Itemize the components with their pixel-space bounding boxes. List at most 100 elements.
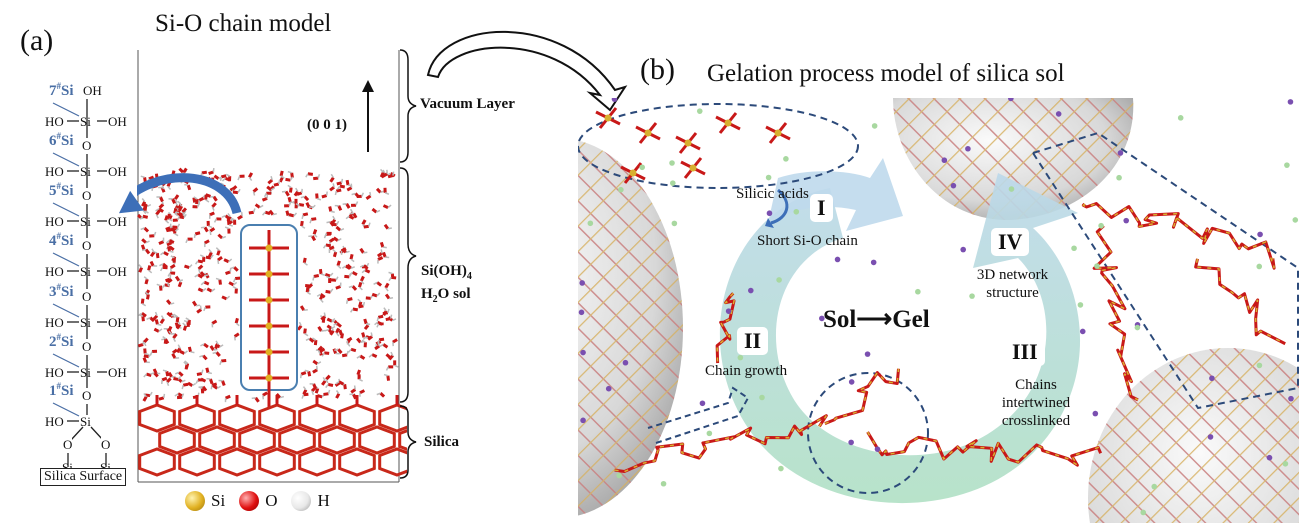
- ion: [941, 157, 948, 164]
- water-molecule: [307, 370, 312, 377]
- water-hydrogen: [161, 284, 166, 289]
- water-molecule: [336, 260, 341, 267]
- water-hydrogen: [141, 303, 147, 307]
- water-hydrogen: [300, 195, 305, 199]
- ion: [669, 160, 675, 166]
- water-hydrogen: [178, 202, 183, 207]
- process-cycle-ring: [719, 158, 1081, 504]
- water-hydrogen: [295, 203, 300, 207]
- silica-lattice: [138, 395, 436, 477]
- water-molecule: [205, 367, 210, 373]
- ion: [1098, 222, 1104, 229]
- water-molecule: [348, 214, 355, 220]
- water-hydrogen: [211, 206, 215, 211]
- water-hydrogen: [337, 265, 342, 269]
- ion: [611, 98, 618, 102]
- ion: [1123, 217, 1130, 224]
- water-hydrogen: [349, 308, 354, 313]
- layer-braces: [399, 49, 417, 479]
- water-molecule: [379, 171, 385, 178]
- water-hydrogen: [355, 201, 359, 206]
- water-molecule: [166, 241, 173, 247]
- water-hydrogen: [325, 191, 328, 196]
- water-molecule: [267, 178, 274, 185]
- water-molecule: [161, 376, 168, 382]
- chain-si-atom: [265, 270, 273, 278]
- water-hydrogen: [346, 350, 349, 356]
- water-molecule: [158, 396, 165, 401]
- water-molecule: [194, 231, 201, 236]
- water-molecule: [142, 395, 148, 402]
- o-2: O: [82, 339, 92, 355]
- water-hydrogen: [312, 276, 315, 281]
- silica-ring: [138, 403, 176, 433]
- water-hydrogen: [162, 369, 168, 372]
- water-molecule: [314, 387, 320, 394]
- water-hydrogen: [331, 318, 336, 322]
- water-hydrogen: [280, 175, 285, 179]
- water-hydrogen: [228, 224, 234, 227]
- water-hydrogen: [387, 204, 392, 209]
- step-ii-numeral: II: [737, 327, 769, 355]
- water-hydrogen: [311, 390, 315, 396]
- water-hydrogen: [178, 279, 184, 282]
- water-molecule: [308, 337, 315, 343]
- water-molecule: [142, 202, 149, 208]
- water-molecule: [390, 275, 397, 280]
- water-molecule: [214, 343, 220, 350]
- water-hydrogen: [193, 196, 198, 200]
- water-molecule: [325, 289, 331, 294]
- water-hydrogen: [230, 266, 235, 270]
- water-hydrogen: [278, 179, 281, 185]
- water-hydrogen: [288, 201, 292, 207]
- silica-surface-box: Silica Surface: [40, 468, 127, 486]
- water-hydrogen: [177, 216, 180, 221]
- water-hydrogen: [306, 291, 312, 295]
- water-hydrogen: [270, 175, 273, 181]
- water-hydrogen: [154, 311, 158, 317]
- water-molecule: [203, 342, 209, 349]
- water-molecule: [377, 256, 384, 261]
- water-hydrogen: [356, 355, 361, 359]
- water-molecule: [340, 247, 347, 253]
- o-3: O: [82, 289, 92, 305]
- legend-label-o: O: [265, 491, 278, 510]
- water-hydrogen: [369, 191, 372, 197]
- ion: [706, 430, 713, 437]
- water-hydrogen: [215, 340, 219, 345]
- o-6: O: [82, 138, 92, 154]
- water-molecule: [175, 347, 182, 354]
- water-molecule: [362, 264, 369, 270]
- ion: [1116, 174, 1122, 181]
- gel-text: Gel: [892, 306, 930, 333]
- water-hydrogen: [339, 227, 345, 231]
- sol-gel-arrow: ⟶: [856, 306, 893, 333]
- water-hydrogen: [211, 288, 216, 292]
- water-hydrogen: [194, 260, 199, 265]
- water-molecule: [149, 260, 155, 267]
- water-hydrogen: [203, 274, 209, 277]
- panel-b-label: (b): [640, 53, 675, 86]
- si-o-chains: [614, 202, 1286, 474]
- silica-ring: [258, 447, 296, 477]
- water-molecule: [375, 187, 382, 194]
- water-molecule: [231, 185, 238, 191]
- water-hydrogen: [237, 188, 241, 194]
- water-molecule: [326, 317, 333, 323]
- water-hydrogen: [324, 328, 330, 332]
- water-molecule: [346, 186, 353, 192]
- water-hydrogen: [219, 176, 223, 181]
- water-hydrogen: [167, 272, 171, 277]
- water-molecule: [376, 252, 383, 258]
- water-molecule: [215, 351, 221, 358]
- legend-label-si: Si: [211, 491, 226, 510]
- water-molecule: [146, 372, 152, 377]
- water-hydrogen: [183, 350, 188, 355]
- water-hydrogen: [195, 304, 200, 307]
- water-hydrogen: [366, 262, 370, 268]
- water-hydrogen: [143, 373, 148, 378]
- water-molecule: [288, 187, 293, 193]
- water-hydrogen: [394, 364, 399, 368]
- water-hydrogen: [337, 238, 342, 242]
- water-molecule: [182, 167, 188, 174]
